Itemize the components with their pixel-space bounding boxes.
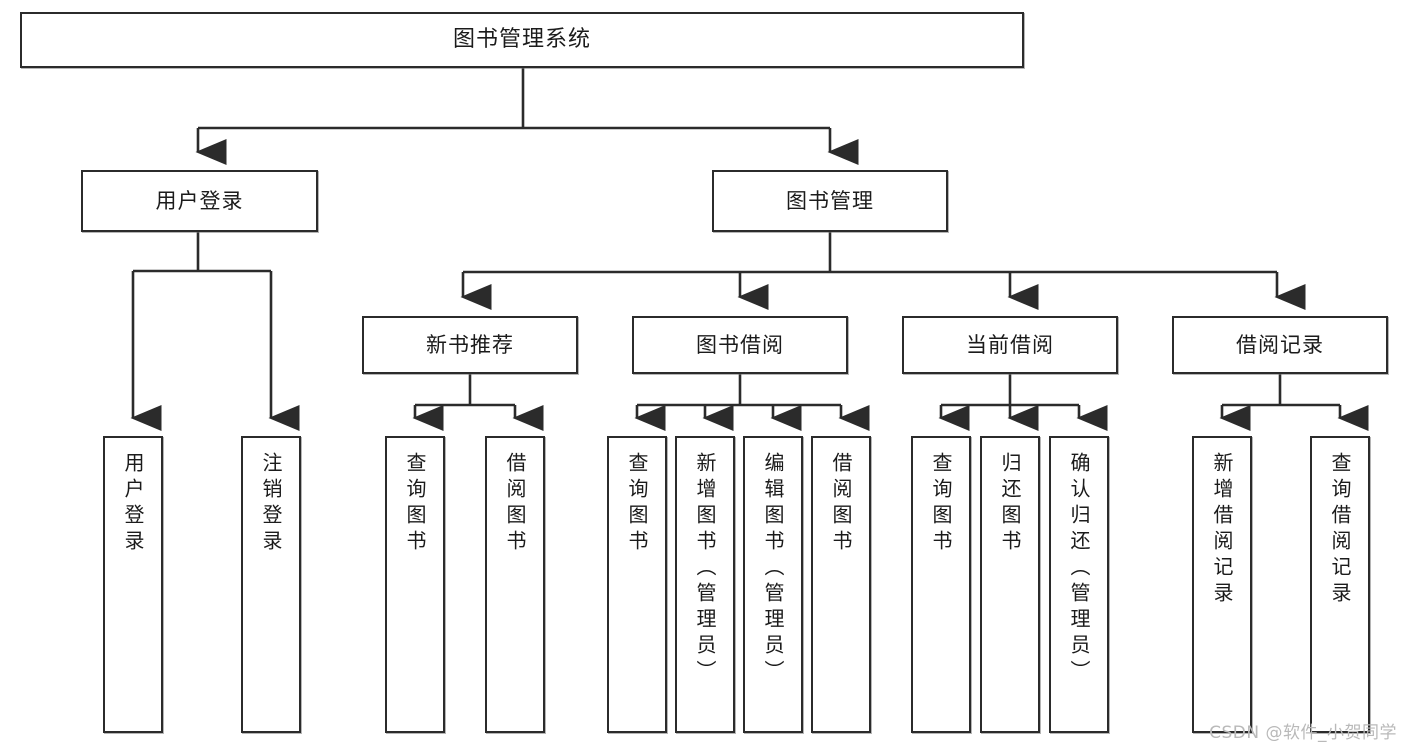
node-root[interactable]: 图书管理系统: [20, 12, 1024, 68]
node-leaf-query-book-current[interactable]: 查询图书: [911, 436, 971, 733]
node-leaf-confirm-return-admin-label: 确认归还（管理员）: [1067, 452, 1091, 686]
node-leaf-borrow-book[interactable]: 借阅图书: [811, 436, 871, 733]
node-leaf-user-login[interactable]: 用户登录: [103, 436, 163, 733]
csdn-watermark: CSDN @软件_小贺同学: [1209, 723, 1397, 743]
node-leaf-logout-label: 注销登录: [259, 452, 283, 556]
node-leaf-query-borrow-record-label: 查询借阅记录: [1328, 452, 1352, 608]
node-leaf-query-borrow-record[interactable]: 查询借阅记录: [1310, 436, 1370, 733]
node-book-management[interactable]: 图书管理: [712, 170, 948, 232]
node-leaf-borrow-book-new[interactable]: 借阅图书: [485, 436, 545, 733]
node-leaf-query-book-borrow-label: 查询图书: [625, 452, 649, 556]
node-new-book-recommend-label: 新书推荐: [426, 332, 514, 357]
node-leaf-query-book-borrow[interactable]: 查询图书: [607, 436, 667, 733]
node-leaf-query-book-current-label: 查询图书: [929, 452, 953, 556]
node-book-borrow-label: 图书借阅: [696, 332, 784, 357]
node-current-borrow-label: 当前借阅: [966, 332, 1054, 357]
node-borrow-records-label: 借阅记录: [1236, 332, 1324, 357]
node-leaf-query-book-new[interactable]: 查询图书: [385, 436, 445, 733]
node-leaf-return-book[interactable]: 归还图书: [980, 436, 1040, 733]
node-leaf-borrow-book-label: 借阅图书: [829, 452, 853, 556]
node-book-management-label: 图书管理: [786, 188, 874, 213]
node-leaf-confirm-return-admin[interactable]: 确认归还（管理员）: [1049, 436, 1109, 733]
node-user-login-label: 用户登录: [155, 188, 244, 213]
node-book-borrow[interactable]: 图书借阅: [632, 316, 848, 374]
node-leaf-edit-book-admin[interactable]: 编辑图书（管理员）: [743, 436, 803, 733]
node-leaf-add-book-admin[interactable]: 新增图书（管理员）: [675, 436, 735, 733]
node-leaf-add-book-admin-label: 新增图书（管理员）: [693, 452, 717, 686]
node-leaf-add-borrow-record[interactable]: 新增借阅记录: [1192, 436, 1252, 733]
node-leaf-logout[interactable]: 注销登录: [241, 436, 301, 733]
node-current-borrow[interactable]: 当前借阅: [902, 316, 1118, 374]
node-borrow-records[interactable]: 借阅记录: [1172, 316, 1388, 374]
node-user-login[interactable]: 用户登录: [81, 170, 318, 232]
node-leaf-query-book-new-label: 查询图书: [403, 452, 427, 556]
node-new-book-recommend[interactable]: 新书推荐: [362, 316, 578, 374]
node-leaf-return-book-label: 归还图书: [998, 452, 1022, 556]
node-leaf-user-login-label: 用户登录: [121, 452, 145, 556]
node-leaf-borrow-book-new-label: 借阅图书: [503, 452, 527, 556]
node-root-label: 图书管理系统: [452, 27, 591, 53]
node-leaf-edit-book-admin-label: 编辑图书（管理员）: [761, 452, 785, 686]
node-leaf-add-borrow-record-label: 新增借阅记录: [1210, 452, 1234, 608]
